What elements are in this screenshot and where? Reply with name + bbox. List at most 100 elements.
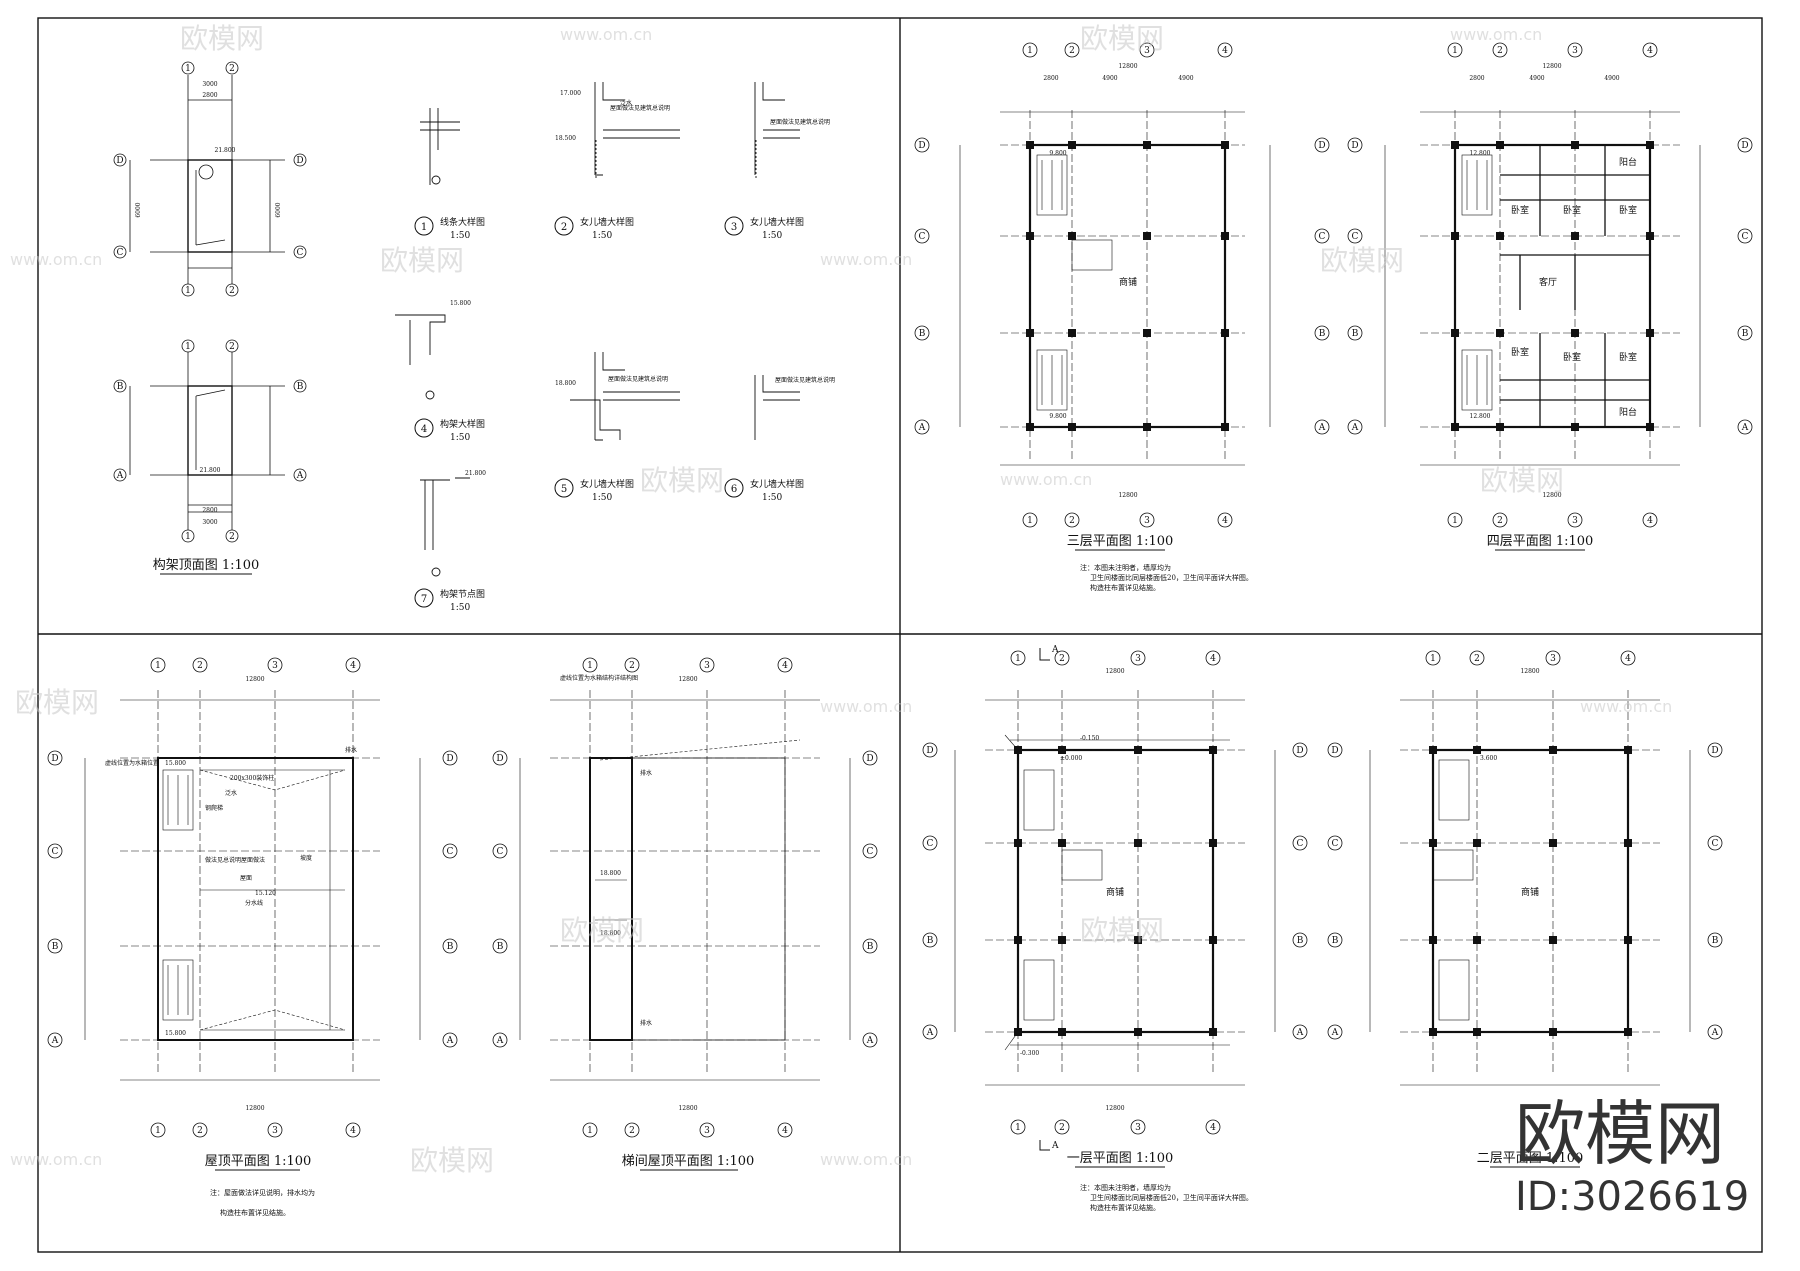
svg-text:1: 1	[1452, 516, 1458, 526]
floor1-labels: 12800 12800 ±0.000 -0.150 -0.300	[1020, 668, 1125, 1112]
svg-text:A: A	[296, 471, 304, 481]
svg-text:3.600: 3.600	[1480, 755, 1497, 762]
svg-text:2: 2	[1497, 46, 1503, 56]
svg-text:女儿墙大样图: 女儿墙大样图	[580, 216, 634, 228]
svg-text:D: D	[296, 156, 303, 166]
svg-text:2: 2	[229, 286, 235, 296]
svg-text:A: A	[116, 471, 124, 481]
svg-text:2800: 2800	[1469, 75, 1484, 82]
stair-roof-labels: 12800 12800 虚线位置为水箱结构详结构图 18.800 18.800 …	[560, 674, 698, 1112]
svg-text:18.500: 18.500	[555, 135, 576, 142]
svg-text:泛水: 泛水	[225, 789, 237, 797]
svg-text:2800: 2800	[202, 92, 217, 99]
frame-plan-title: 构架顶面图 1:100	[153, 558, 260, 573]
svg-text:C: C	[52, 847, 59, 857]
svg-text:屋面做法见建筑总说明: 屋面做法见建筑总说明	[608, 375, 668, 383]
svg-text:15.120: 15.120	[255, 890, 276, 897]
svg-text:卧室: 卧室	[1511, 346, 1529, 358]
svg-text:B: B	[867, 942, 874, 952]
floor4-room-labels: 卧室 卧室 卧室 卧室 卧室 卧室 阳台 阳台 客厅	[1511, 156, 1637, 418]
detail-label-5: 5 女儿墙大样图 1:50	[554, 478, 634, 503]
svg-text:B: B	[117, 382, 124, 392]
svg-text:欧模网: 欧模网	[380, 244, 464, 277]
svg-text:D: D	[1711, 746, 1718, 756]
svg-text:4: 4	[1625, 654, 1631, 664]
svg-text:www.om.cn: www.om.cn	[10, 1150, 102, 1169]
detail-label-4: 4 构架大样图 1:50	[414, 418, 485, 443]
svg-text:A: A	[446, 1036, 454, 1046]
svg-text:欧模网: 欧模网	[1080, 914, 1164, 947]
svg-text:200x300装饰柱: 200x300装饰柱	[230, 774, 274, 782]
svg-text:-0.150: -0.150	[1080, 735, 1099, 742]
svg-text:2: 2	[197, 1126, 203, 1136]
bottom-left-notes: 注：屋面做法详见说明，排水均为 构造柱布置详见结施。	[210, 1188, 315, 1217]
floor2-plan	[1369, 690, 1691, 1086]
svg-text:1:50: 1:50	[592, 493, 612, 503]
svg-text:A: A	[1711, 1028, 1719, 1038]
svg-text:A: A	[1296, 1028, 1304, 1038]
svg-text:1: 1	[185, 286, 191, 296]
svg-text:-0.300: -0.300	[1020, 1050, 1039, 1057]
svg-text:3000: 3000	[202, 519, 217, 526]
svg-text:21.800: 21.800	[465, 470, 486, 477]
svg-text:www.om.cn: www.om.cn	[820, 697, 912, 716]
svg-text:B: B	[52, 942, 59, 952]
frame-plan-dims: 3000 2800 6000 6000 2800 3000 21.800 21.…	[135, 81, 282, 526]
svg-text:1: 1	[155, 661, 161, 671]
floor2-room-label: 商铺	[1521, 886, 1539, 898]
floor2-title: 二层平面图 1:100	[1477, 1151, 1584, 1166]
stair-roof-axes	[492, 657, 878, 1138]
svg-text:1: 1	[1452, 46, 1458, 56]
section-marks: A A	[1039, 645, 1059, 1151]
detail-label-6: 6 女儿墙大样图 1:50	[724, 478, 804, 503]
svg-text:1: 1	[155, 1126, 161, 1136]
svg-text:2: 2	[1497, 516, 1503, 526]
svg-text:1:50: 1:50	[450, 603, 470, 613]
svg-text:卧室: 卧室	[1563, 351, 1581, 363]
svg-text:C: C	[497, 847, 504, 857]
svg-text:C: C	[927, 839, 934, 849]
svg-text:泛水: 泛水	[620, 99, 632, 107]
svg-text:C: C	[1352, 232, 1359, 242]
svg-text:4900: 4900	[1178, 75, 1193, 82]
svg-text:屋面做法见建筑总说明: 屋面做法见建筑总说明	[775, 376, 835, 384]
svg-text:D: D	[1296, 746, 1303, 756]
svg-text:A: A	[918, 423, 926, 433]
svg-text:线条大样图: 线条大样图	[440, 216, 485, 228]
svg-text:4: 4	[350, 661, 356, 671]
svg-text:12800: 12800	[678, 676, 697, 683]
svg-text:D: D	[926, 746, 933, 756]
svg-text:D: D	[866, 754, 873, 764]
svg-text:4900: 4900	[1604, 75, 1619, 82]
svg-text:15.800: 15.800	[165, 760, 186, 767]
svg-text:4: 4	[1222, 46, 1228, 56]
svg-text:A: A	[496, 1036, 504, 1046]
svg-text:12800: 12800	[1520, 668, 1539, 675]
svg-text:2: 2	[561, 222, 567, 233]
svg-text:5: 5	[561, 484, 567, 495]
svg-text:1: 1	[587, 661, 593, 671]
svg-text:1: 1	[1015, 1123, 1021, 1133]
svg-text:欧模网: 欧模网	[1480, 464, 1564, 497]
svg-text:D: D	[446, 754, 453, 764]
svg-text:2: 2	[1059, 1123, 1065, 1133]
svg-text:1: 1	[421, 222, 427, 233]
svg-text:构造柱布置详见结施。: 构造柱布置详见结施。	[1090, 1203, 1160, 1212]
svg-text:3: 3	[704, 661, 710, 671]
svg-text:C: C	[1742, 232, 1749, 242]
svg-text:3: 3	[1144, 46, 1150, 56]
svg-text:1: 1	[185, 342, 191, 352]
svg-text:12800: 12800	[1542, 63, 1561, 70]
floor4-axes	[1347, 42, 1753, 528]
svg-text:3: 3	[272, 1126, 278, 1136]
watermark-layer: 欧模网 www.om.cn 欧模网 www.om.cn 欧模网 www.om.c…	[10, 22, 1672, 1177]
svg-text:虚线位置为水箱位置: 虚线位置为水箱位置	[105, 759, 159, 767]
svg-text:B: B	[927, 936, 934, 946]
svg-text:女儿墙大样图: 女儿墙大样图	[750, 216, 804, 228]
svg-text:D: D	[51, 754, 58, 764]
svg-text:±0.000: ±0.000	[1060, 755, 1082, 762]
svg-text:D: D	[1318, 141, 1325, 151]
